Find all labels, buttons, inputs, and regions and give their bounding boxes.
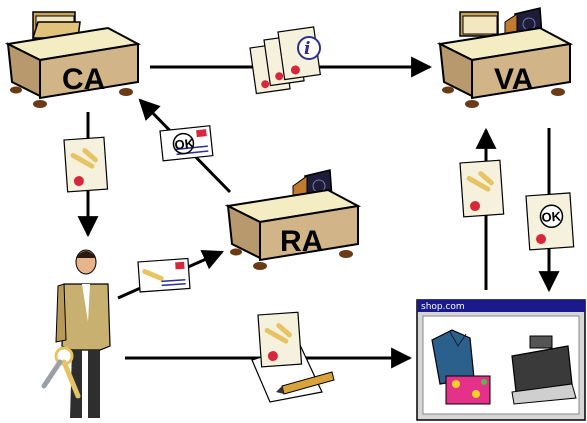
certificate-stack: i [249, 26, 322, 95]
business-person-icon [41, 249, 111, 418]
shop-window-titlebar[interactable] [417, 300, 585, 312]
ok-stamp-text: OK [541, 209, 562, 225]
signed-document [251, 311, 335, 403]
certificate-scroll-icon [257, 311, 303, 368]
ca-desk: CA [4, 11, 142, 108]
info-stamp-text: i [304, 39, 310, 59]
va-label: VA [494, 63, 533, 96]
ok-stamp-text: OK [174, 135, 196, 152]
folder-icon [459, 11, 499, 37]
shorts-icon [445, 375, 491, 405]
shop-window-title: shop.com [421, 302, 465, 312]
shirt-icon [431, 329, 475, 385]
keys-icon [41, 346, 81, 399]
shop-window[interactable]: shop.com [416, 299, 586, 421]
ca-label: CA [62, 63, 105, 96]
certificate-scroll-icon [459, 159, 505, 218]
pencil-icon [276, 371, 335, 395]
ra-desk: RA [224, 169, 362, 270]
ok-email-card: OK [159, 125, 214, 162]
ra-label: RA [280, 225, 323, 258]
certificate-scroll-icon [63, 136, 109, 193]
va-desk: VA [436, 7, 574, 108]
key-email-card-icon [137, 257, 191, 293]
info-stamp: i [297, 36, 321, 60]
ok-certificate: OK [525, 192, 575, 251]
cash-register-icon [511, 335, 577, 405]
